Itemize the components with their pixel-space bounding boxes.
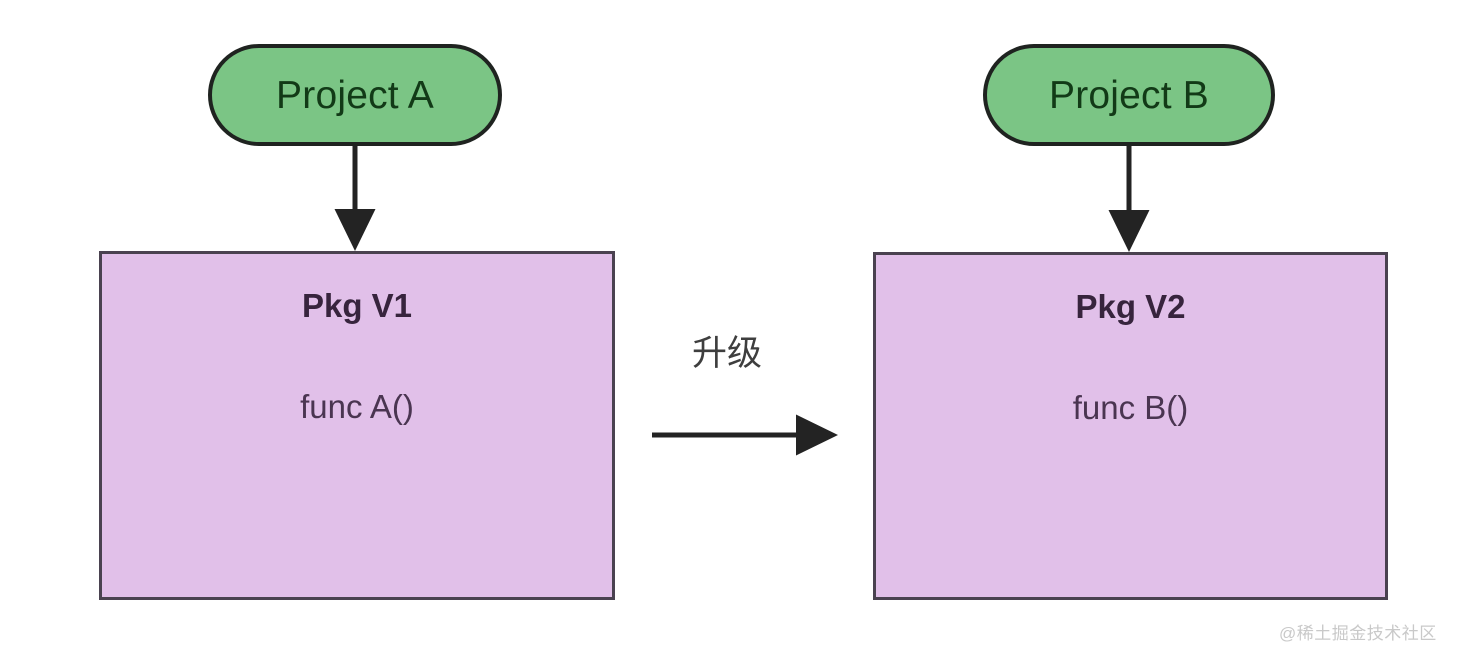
node-pkg-v1[interactable]: Pkg V1 func A() <box>99 251 615 600</box>
node-project-a[interactable]: Project A <box>208 44 502 146</box>
node-pkg-v2[interactable]: Pkg V2 func B() <box>873 252 1388 600</box>
edge-label-upgrade: 升级 <box>692 334 763 373</box>
node-project-b[interactable]: Project B <box>983 44 1275 146</box>
node-project-a-label: Project A <box>276 73 434 117</box>
node-pkg-v2-func: func B() <box>1072 389 1189 426</box>
node-pkg-v1-func: func A() <box>300 388 414 425</box>
node-project-b-label: Project B <box>1048 73 1210 117</box>
node-pkg-v2-title: Pkg V2 <box>1075 288 1186 325</box>
watermark: @稀土掘金技术社区 <box>1279 624 1437 643</box>
node-pkg-v1-title: Pkg V1 <box>301 287 413 324</box>
